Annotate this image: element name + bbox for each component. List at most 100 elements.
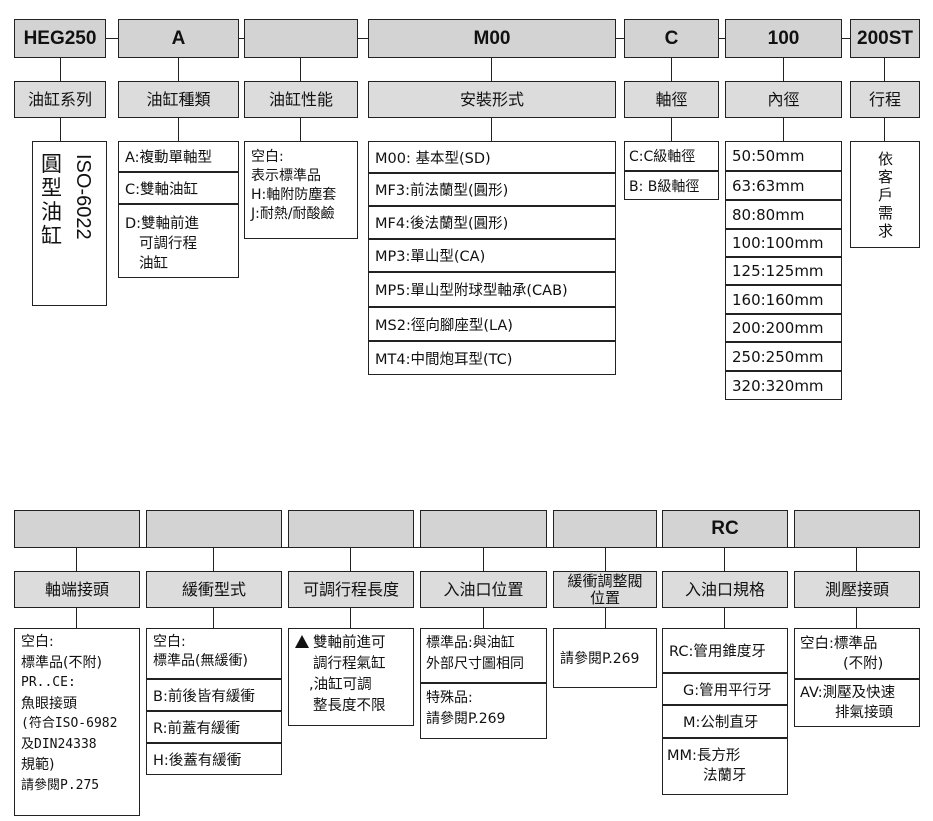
port-spec-mm-line1: MM:長方形 (667, 748, 741, 764)
port-spec-mm-line2: 法蘭牙 (703, 768, 747, 784)
link (724, 607, 726, 629)
label-port-position: 入油口位置 (420, 571, 547, 608)
label-valve-line2: 位置 (589, 588, 620, 607)
link (884, 118, 886, 142)
cushion-blank: 空白: 標準品(無緩衝) (146, 628, 282, 679)
gauge-av-line2: 排氣接頭 (835, 705, 893, 721)
type-a: A:複動單軸型 (118, 141, 239, 172)
stroke-box: 依客戶需求 (850, 141, 920, 248)
code-port-spec: RC (662, 510, 788, 548)
adjust-line1: 雙軸前進可 (295, 633, 413, 654)
type-d-line3: 油缸 (139, 256, 168, 272)
mount-mf4: MF4:後法蘭型(圓形) (368, 206, 616, 239)
link (213, 607, 215, 629)
label-bore: 內徑 (725, 81, 842, 118)
adjust-line2: 調行程氣缸 (313, 656, 386, 672)
code-adjust (288, 510, 414, 548)
code-type: A (118, 19, 239, 58)
cushion-b: B:前後皆有緩衝 (146, 679, 282, 711)
bore-125: 125:125mm (725, 257, 842, 285)
adjust-line4: 整長度不限 (313, 698, 386, 714)
performance-line4: J:耐熱/耐酸鹼 (251, 206, 335, 222)
rod-end-line6: 及DIN24338 (21, 736, 97, 752)
mount-m00: M00: 基本型(SD) (368, 141, 616, 173)
cushion-blank-line2: 標準品(無緩衝) (153, 653, 248, 669)
adjust-box: 雙軸前進可 調行程氣缸 ,油缸可調 整長度不限 (288, 628, 414, 726)
bore-80: 80:80mm (725, 200, 842, 229)
link (856, 607, 858, 629)
cushion-h: H:後蓋有緩衝 (146, 743, 282, 775)
code-series: HEG250 (14, 19, 106, 58)
code-performance (244, 19, 358, 58)
mount-mp3: MP3:單山型(CA) (368, 239, 616, 272)
label-rod-end: 軸端接頭 (14, 571, 140, 608)
code-rod-end (14, 510, 140, 548)
type-d-line2: 可調行程 (139, 236, 197, 252)
bore-200: 200:200mm (725, 314, 842, 342)
link (491, 58, 493, 82)
gauge-av: AV:測壓及快速 排氣接頭 (794, 679, 920, 727)
rod-end-line2: 標準品(不附) (21, 654, 102, 671)
gauge-av-line1: AV:測壓及快速 (800, 685, 896, 701)
code-mounting: M00 (368, 19, 616, 58)
port-spec-m: M:公制直牙 (662, 705, 788, 738)
port-position-special: 特殊品: 請參閱P.269 (420, 683, 547, 739)
link (178, 118, 180, 142)
link (483, 547, 485, 572)
port-position-std: 標準品:與油缸 外部尺寸圖相同 (420, 628, 547, 683)
label-port-spec: 入油口規格 (662, 571, 788, 608)
link (350, 607, 352, 629)
performance-line3: H:軸附防塵套 (251, 187, 337, 203)
valve-box: 請參閱P.269 (553, 628, 657, 688)
bore-63: 63:63mm (725, 171, 842, 200)
code-stroke: 200ST (850, 19, 920, 58)
series-box: 圓型油缸 ISO-6022 (32, 141, 107, 306)
link (671, 118, 673, 142)
bore-250: 250:250mm (725, 342, 842, 371)
code-port-position (420, 510, 547, 548)
adjust-line1-text: 雙軸前進可 (313, 635, 386, 651)
rod-end-box: 空白: 標準品(不附) PR..CE: 魚眼接頭 (符合ISO-6982 及DI… (14, 628, 140, 816)
link (76, 547, 78, 572)
label-valve-line1: 緩衝調整閥 (567, 571, 643, 590)
link (76, 607, 78, 629)
port-std-line1: 標準品:與油缸 (426, 635, 515, 651)
label-stroke: 行程 (850, 81, 920, 118)
link (178, 58, 180, 82)
link (783, 118, 785, 142)
series-standard: ISO-6022 (72, 154, 94, 240)
code-gauge (794, 510, 920, 548)
label-cushion: 緩衝型式 (146, 571, 282, 608)
label-shaft: 軸徑 (624, 81, 719, 118)
performance-line2: 表示標準品 (251, 168, 321, 184)
label-adjust: 可調行程長度 (288, 571, 414, 608)
port-std-line2: 外部尺寸圖相同 (426, 656, 524, 672)
link (605, 547, 607, 572)
shaft-c: C:C級軸徑 (624, 141, 719, 171)
link (350, 547, 352, 572)
link (491, 118, 493, 142)
code-bore: 100 (725, 19, 842, 58)
type-d: D:雙軸前進 可調行程 油缸 (118, 204, 239, 278)
rod-end-line8: 請參閱P.275 (21, 777, 100, 793)
link (724, 547, 726, 572)
mount-ms2: MS2:徑向腳座型(LA) (368, 307, 616, 341)
cushion-blank-line1: 空白: (153, 634, 186, 650)
code-valve (553, 510, 657, 548)
link (300, 118, 302, 142)
label-performance: 油缸性能 (244, 81, 358, 118)
performance-box: 空白: 表示標準品 H:軸附防塵套 J:耐熱/耐酸鹼 (244, 141, 358, 239)
link (213, 547, 215, 572)
mount-mf3: MF3:前法蘭型(圓形) (368, 173, 616, 206)
type-d-line1: D:雙軸前進 (125, 216, 200, 232)
rod-end-line3: PR..CE: (21, 675, 76, 690)
label-valve: 緩衝調整閥 位置 (553, 571, 657, 608)
bore-320: 320:320mm (725, 371, 842, 400)
link (856, 547, 858, 572)
link (300, 58, 302, 82)
port-spec-mm: MM:長方形 法蘭牙 (662, 738, 788, 795)
link (60, 58, 62, 82)
link (483, 607, 485, 629)
type-c: C:雙軸油缸 (118, 172, 239, 204)
label-type: 油缸種類 (118, 81, 239, 118)
